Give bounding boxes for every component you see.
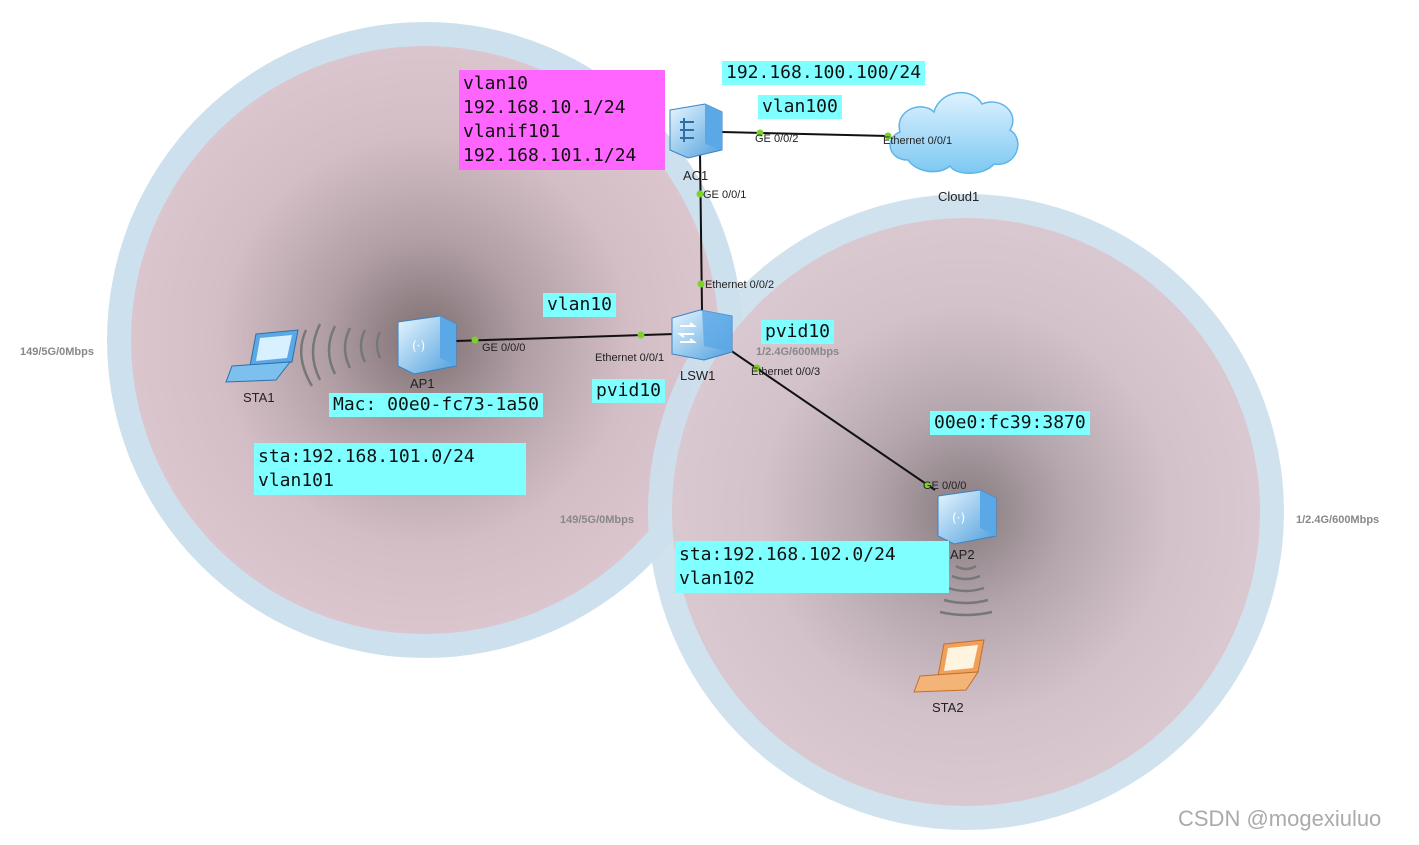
radio-rate-label: 1/2.4G/600Mbps <box>756 346 840 358</box>
device-label-cloud1: Cloud1 <box>938 189 980 204</box>
port-dot <box>637 331 645 339</box>
switch-icon[interactable] <box>671 309 733 361</box>
radio-rate-label: 149/5G/0Mbps <box>20 346 94 358</box>
note-line: 192.168.101.1/24 <box>463 145 637 166</box>
radio-rate-label: 149/5G/0Mbps <box>560 514 634 526</box>
port-dot <box>696 190 704 198</box>
port-label: GE 0/0/0 <box>923 480 967 492</box>
laptop-icon[interactable] <box>913 639 985 693</box>
note-line: 192.168.10.1/24 <box>463 97 626 118</box>
ap1-link-vlan-note: vlan10 <box>543 293 617 317</box>
port-label: GE 0/0/2 <box>755 133 799 145</box>
laptop-icon[interactable] <box>225 329 299 383</box>
lsw1-pvid-note: pvid10 <box>592 379 666 403</box>
device-label-ap1: AP1 <box>410 376 435 391</box>
device-label-ap2: AP2 <box>950 547 975 562</box>
port-label: GE 0/0/0 <box>482 342 526 354</box>
access-point-icon[interactable]: (·) <box>937 489 997 545</box>
note-line: vlan101 <box>258 470 334 491</box>
cloud-ip-note: 192.168.100.100/24 <box>722 61 926 85</box>
access-controller-icon[interactable] <box>669 103 723 159</box>
cable-lsw1-ap2[interactable] <box>729 349 936 491</box>
note-line: sta:192.168.102.0/24 <box>679 544 896 565</box>
note-line: sta:192.168.101.0/24 <box>258 446 475 467</box>
radio-rate-label: 1/2.4G/600Mbps <box>1296 514 1380 526</box>
device-label-ac1: AC1 <box>683 168 709 183</box>
access-point-icon[interactable]: (·) <box>397 315 457 375</box>
port-label: Ethernet 0/0/3 <box>751 366 821 378</box>
wireless-signal-icon <box>299 323 382 387</box>
port-label: Ethernet 0/0/1 <box>883 135 953 147</box>
port-label: Ethernet 0/0/1 <box>595 352 665 364</box>
port-dot <box>756 129 764 137</box>
note-line: vlan102 <box>679 568 755 589</box>
port-dot <box>697 280 705 288</box>
wireless-signal-icon <box>939 564 993 617</box>
port-dot <box>884 132 892 140</box>
ac1-config-note: vlan10 192.168.10.1/24 vlanif101 192.168… <box>459 70 665 170</box>
device-label-sta1: STA1 <box>243 390 275 405</box>
watermark: CSDN @mogexiuluo <box>1178 806 1382 831</box>
lsw1-pvid-note: pvid10 <box>761 320 835 344</box>
cloud-icon[interactable] <box>889 91 1019 174</box>
svg-text:(·): (·) <box>412 339 425 353</box>
sta1-network-note: sta:192.168.101.0/24 vlan101 <box>254 443 526 495</box>
note-line: vlanif101 <box>463 121 561 142</box>
port-label: GE 0/0/1 <box>703 189 747 201</box>
cloud-vlan-note: vlan100 <box>758 95 842 119</box>
device-label-sta2: STA2 <box>932 700 964 715</box>
port-dot <box>471 336 479 344</box>
svg-text:(·): (·) <box>952 511 965 525</box>
device-label-lsw1: LSW1 <box>680 368 716 383</box>
note-line: vlan10 <box>463 73 529 94</box>
port-label: Ethernet 0/0/2 <box>705 279 775 291</box>
cable-ac1-cloud1[interactable] <box>721 131 889 137</box>
port-dot <box>753 364 761 372</box>
ap1-mac-note: Mac: 00e0-fc73-1a50 <box>329 393 543 417</box>
port-dot <box>923 481 931 489</box>
ap2-mac-note: 00e0:fc39:3870 <box>930 411 1090 435</box>
sta2-network-note: sta:192.168.102.0/24 vlan102 <box>675 541 949 593</box>
